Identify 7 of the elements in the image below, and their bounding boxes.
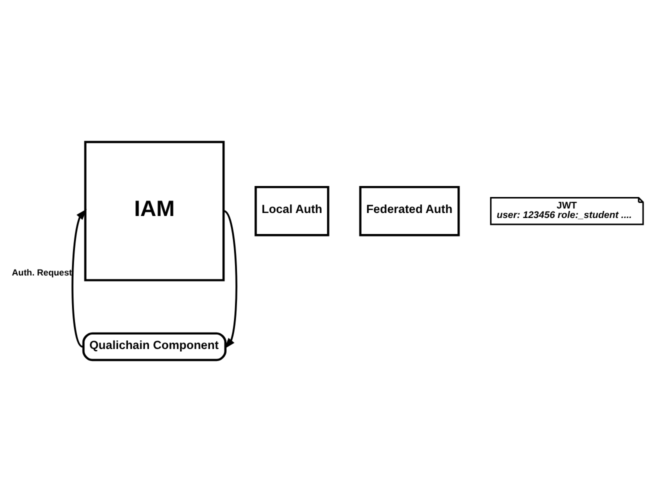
- node-box: Federated Auth: [359, 186, 460, 236]
- edge-label: Auth. Request: [12, 268, 72, 278]
- node-box: Local Auth: [254, 186, 330, 236]
- arrow: [223, 210, 238, 349]
- node-box: IAM: [84, 140, 225, 282]
- arrow: [72, 208, 87, 348]
- node-box: Qualichain Component: [82, 332, 227, 362]
